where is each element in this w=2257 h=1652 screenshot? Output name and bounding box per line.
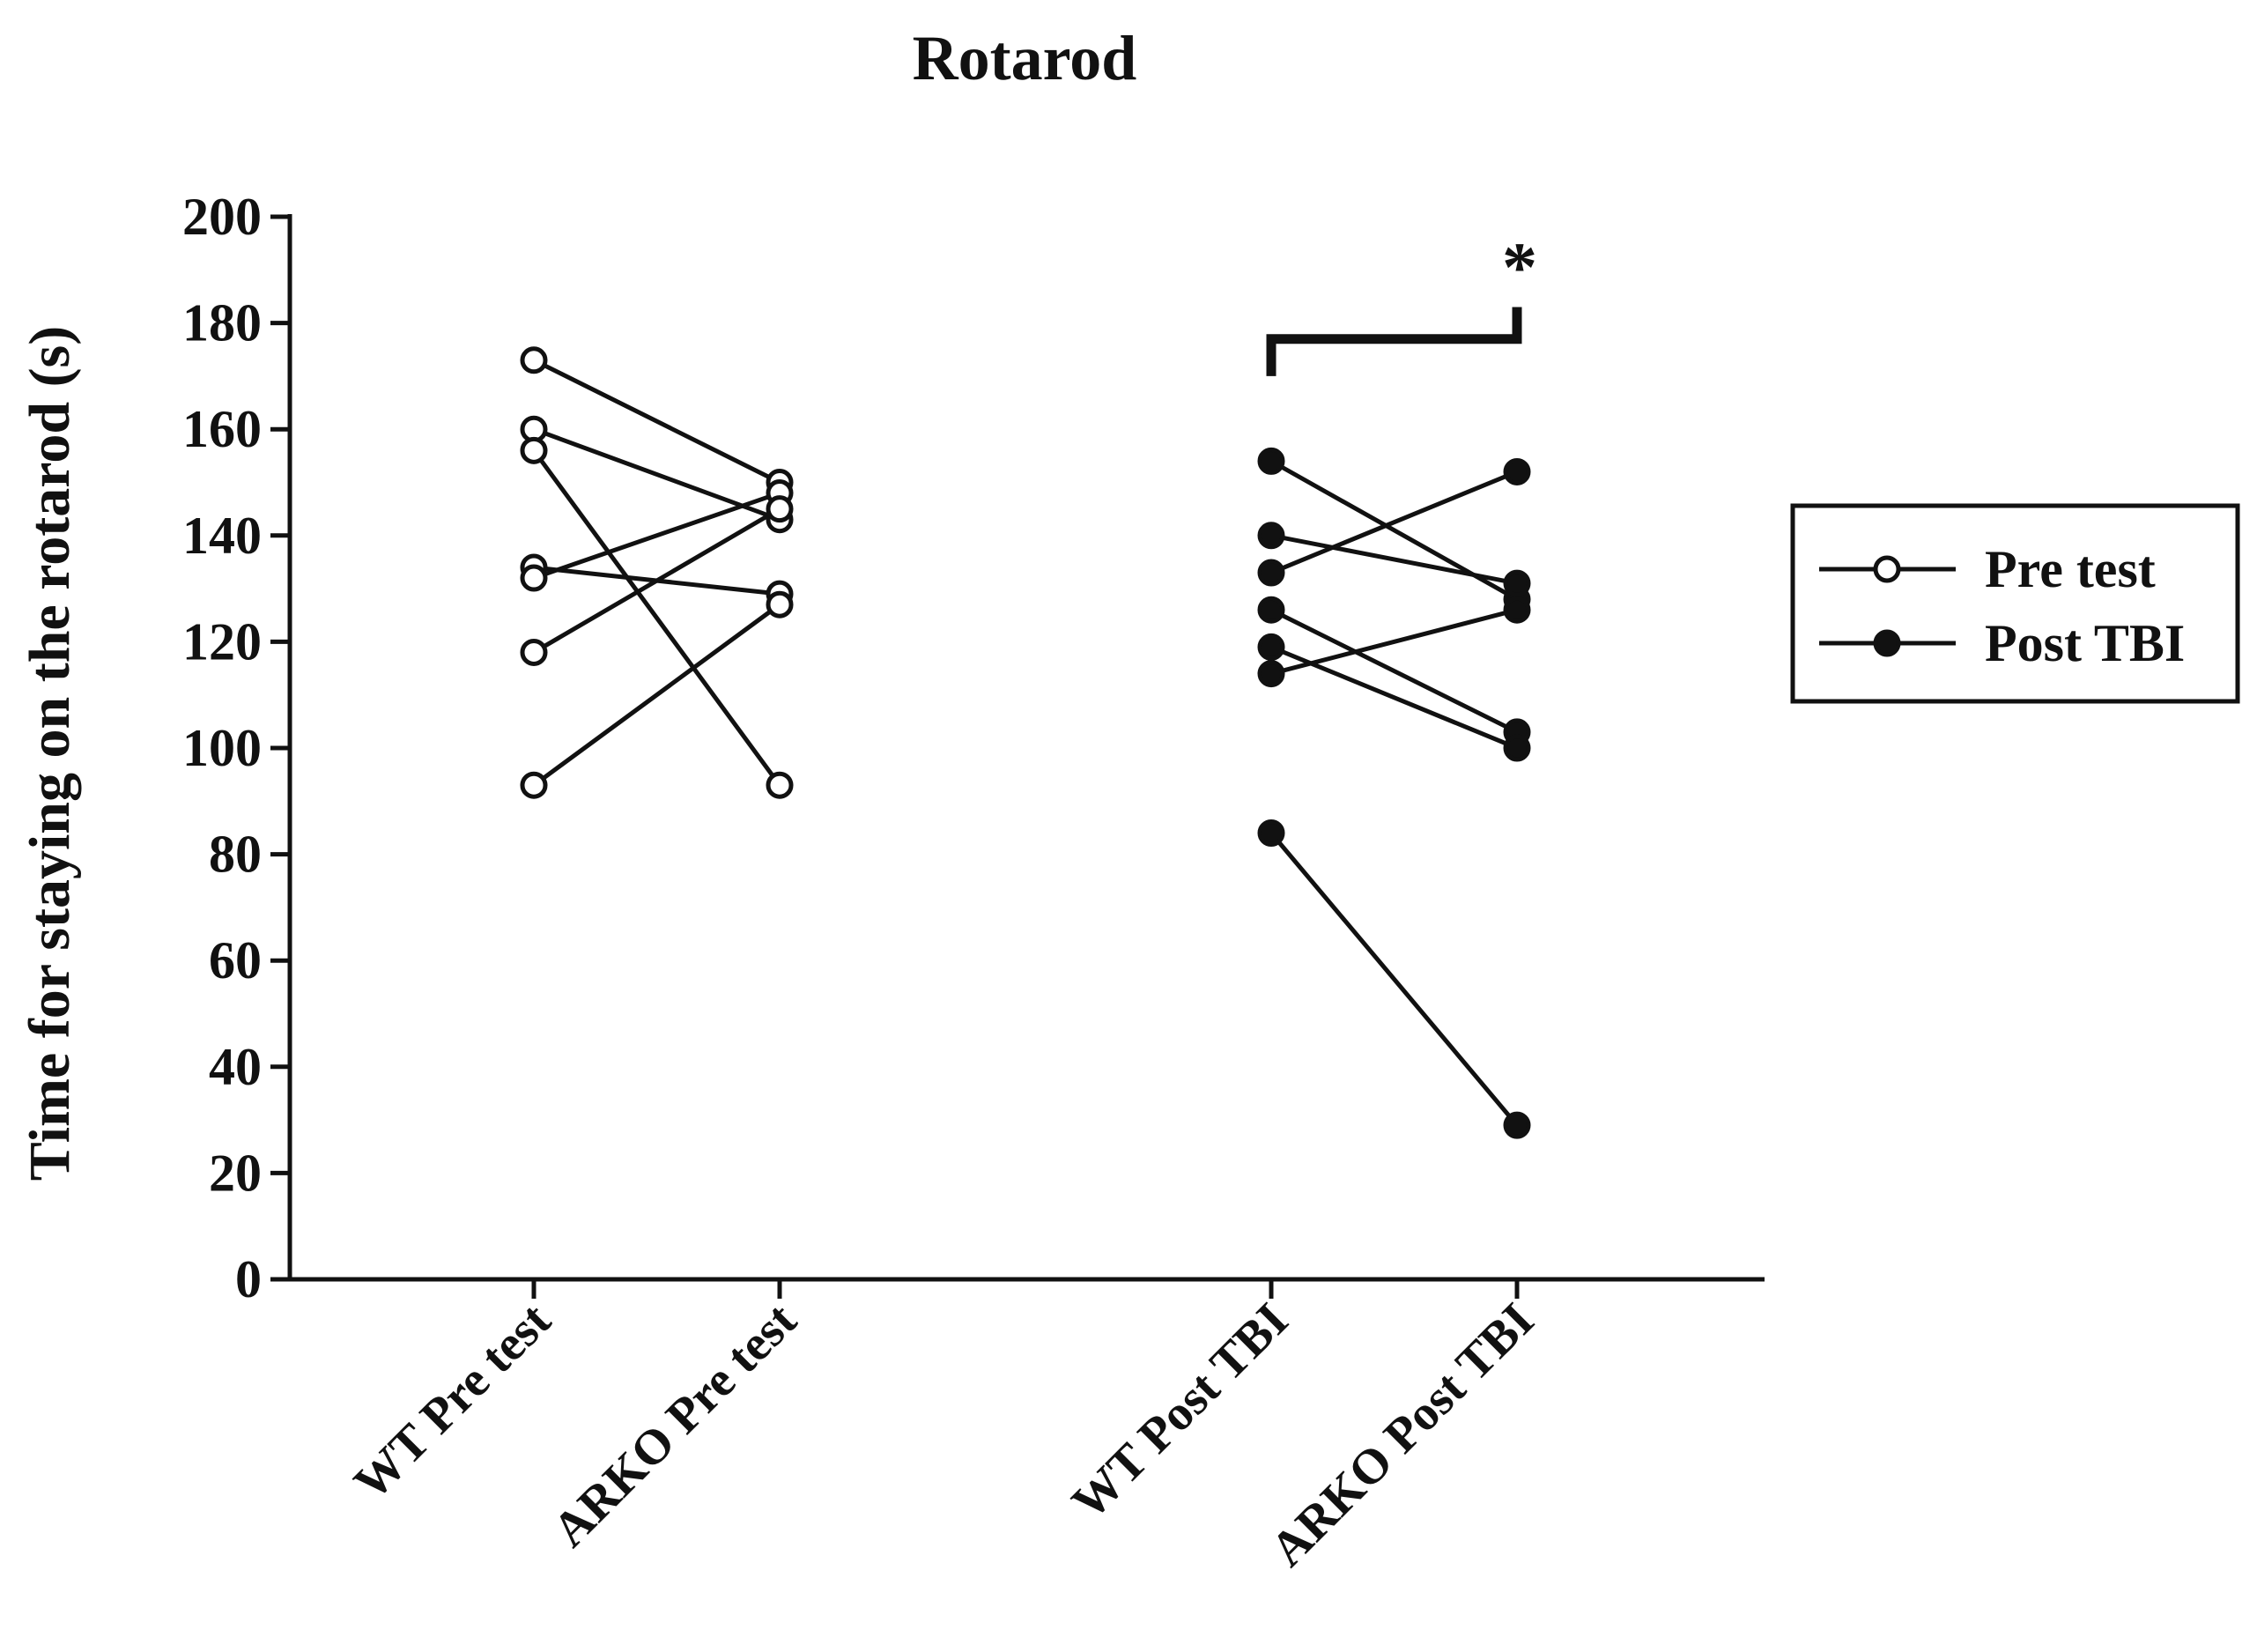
axes xyxy=(287,214,1765,1282)
y-tick-label: 180 xyxy=(182,294,262,352)
x-category-label-arko-pre-test: ARKO Pre test xyxy=(543,1293,808,1558)
post-tbi-point xyxy=(1257,596,1285,624)
pre-test-point xyxy=(520,346,548,374)
legend-marker-post-tbi xyxy=(1873,629,1901,657)
pre-test-pair-line xyxy=(532,358,781,485)
x-category-label-wt-pre-test: WT Pre test xyxy=(344,1293,561,1510)
y-tick-label: 160 xyxy=(182,400,262,458)
y-tick-label: 60 xyxy=(209,931,262,989)
post-tbi-point xyxy=(1257,559,1285,587)
significance-asterisk: * xyxy=(1502,229,1537,307)
pre-test-point xyxy=(520,771,548,799)
post-tbi-point xyxy=(1503,569,1531,597)
y-axis-label: Time for staying on the rotarod (s) xyxy=(18,326,82,1181)
legend-box xyxy=(1790,503,2240,704)
pre-test-point xyxy=(520,564,548,592)
pre-test-point xyxy=(766,495,794,523)
y-tick-label: 120 xyxy=(182,612,262,670)
post-tbi-point xyxy=(1257,633,1285,661)
pre-test-pair-line xyxy=(532,507,781,655)
x-category-label-wt-post-tbi: WT Post TBI xyxy=(1062,1293,1299,1530)
significance-bracket-line xyxy=(1266,307,1522,376)
pre-test-point xyxy=(766,590,794,619)
legend-marker-pre-test xyxy=(1873,555,1901,583)
y-axis-label-group: Time for staying on the rotarod (s) xyxy=(18,326,82,1181)
y-tick-label: 100 xyxy=(182,719,262,777)
y-tick-label: 20 xyxy=(209,1144,262,1202)
post-tbi-point xyxy=(1503,734,1531,762)
legend-label-post-tbi: Post TBI xyxy=(1985,614,2185,672)
y-tick-label: 140 xyxy=(182,507,262,565)
data-markers xyxy=(520,346,1531,1139)
post-tbi-pair-line xyxy=(1269,607,1519,735)
y-tick-label: 80 xyxy=(209,826,262,884)
y-tick-label: 200 xyxy=(182,188,262,246)
post-tbi-point xyxy=(1257,819,1285,847)
post-tbi-point xyxy=(1257,447,1285,475)
post-tbi-point xyxy=(1257,660,1285,688)
y-tick-label: 0 xyxy=(235,1250,262,1308)
pre-test-point xyxy=(520,638,548,666)
post-tbi-pair-line xyxy=(1270,470,1518,575)
post-tbi-point xyxy=(1503,457,1531,485)
post-tbi-pair-line xyxy=(1270,607,1518,676)
y-ticks: 0 20 40 60 80 100 120 140 160 180 200 xyxy=(182,188,290,1308)
pre-test-pair-line xyxy=(533,426,781,522)
post-tbi-pair-line xyxy=(1269,459,1519,602)
legend-label-pre-test: Pre test xyxy=(1985,540,2156,598)
pre-test-pair-line xyxy=(531,448,782,787)
paired-lines xyxy=(531,358,1519,1127)
pre-test-point xyxy=(520,436,548,464)
significance-bracket: * xyxy=(1266,229,1537,376)
y-tick-label: 40 xyxy=(209,1038,262,1096)
post-tbi-point xyxy=(1257,522,1285,550)
post-tbi-point xyxy=(1503,596,1531,624)
chart-title: Rotarod xyxy=(913,23,1137,93)
pre-test-pair-line xyxy=(532,603,781,788)
post-tbi-point xyxy=(1503,1111,1531,1139)
post-tbi-pair-line xyxy=(1270,533,1518,586)
post-tbi-pair-line xyxy=(1269,831,1519,1127)
pre-test-point xyxy=(766,771,794,799)
pre-test-pair-line xyxy=(533,491,781,581)
x-category-label-arko-post-tbi: ARKO Post TBI xyxy=(1261,1293,1545,1577)
